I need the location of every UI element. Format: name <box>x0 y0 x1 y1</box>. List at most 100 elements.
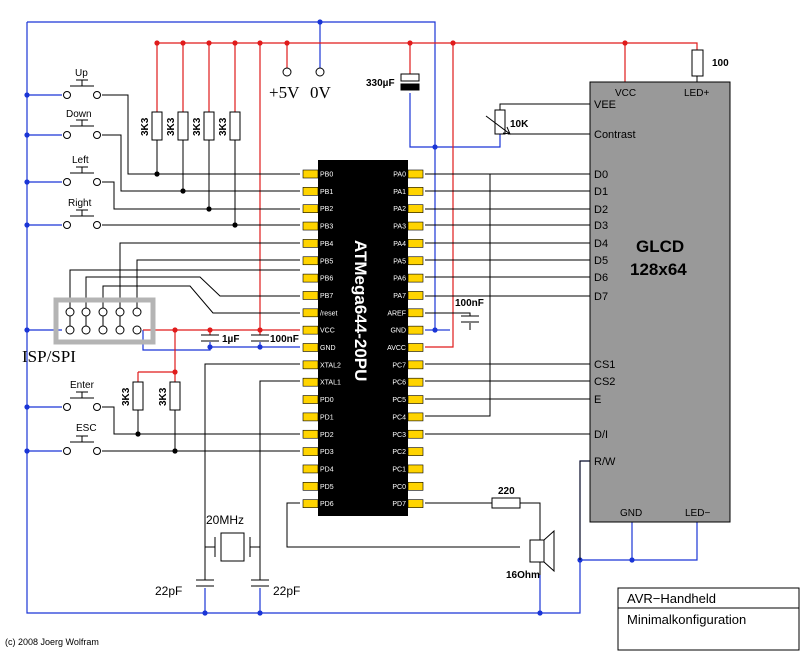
glcd-pin-label: Contrast <box>594 129 636 141</box>
chip-pin-pad <box>302 308 319 318</box>
crystal-label: 20MHz <box>206 513 244 527</box>
button-label-right: Right <box>68 198 92 209</box>
chip-pin-label: PB1 <box>320 189 333 196</box>
pullup-label-5: 3K3 <box>121 387 132 406</box>
glcd-pin-label: D5 <box>594 255 608 267</box>
chip-pin-label: PD5 <box>320 484 334 491</box>
chip-pin-pad <box>302 256 319 266</box>
ground-junctions <box>24 19 635 616</box>
chip-right-pins: PA0PA1PA2PA3PA4PA5PA6PA7AREFGNDAVCCPC7PC… <box>387 169 424 508</box>
chip-pin-pad <box>407 377 424 387</box>
glcd-title-2: 128x64 <box>630 260 687 279</box>
glcd-pin-label: D/I <box>594 429 608 441</box>
glcd-pin-label: D4 <box>594 238 608 250</box>
chip-pin-label: XTAL2 <box>320 362 341 369</box>
button-left <box>63 166 101 186</box>
chip-pin-pad <box>407 395 424 404</box>
chip-pin-label: PB3 <box>320 224 333 231</box>
pullup-label-3: 3K3 <box>192 117 203 136</box>
chip-pin-pad <box>407 273 424 283</box>
glcd-pin-label: R/W <box>594 456 616 468</box>
chip-pin-pad <box>407 481 424 491</box>
chip-pin-label: PC6 <box>392 380 406 387</box>
glcd-pin-label: D1 <box>594 186 608 198</box>
button-down <box>63 119 101 139</box>
chip-pin-label: PA2 <box>393 206 406 213</box>
glcd-title-1: GLCD <box>636 237 684 256</box>
chip-pin-label: XTAL1 <box>320 380 341 387</box>
title-block <box>617 587 800 651</box>
button-label-down: Down <box>66 109 92 120</box>
chip-pin-pad <box>407 308 424 318</box>
button-label-left: Left <box>72 155 89 166</box>
chip-pin-label: PA1 <box>393 189 406 196</box>
chip-pin-label: PB0 <box>320 172 333 179</box>
led-resistor <box>691 49 704 77</box>
chip-pin-pad <box>407 187 424 196</box>
chip-pin-pad <box>407 499 424 508</box>
capacitors <box>196 73 479 587</box>
vcc-label: +5V <box>269 83 300 102</box>
glcd-pin-vcc: VCC <box>615 88 636 99</box>
chip-pin-label: PC1 <box>392 466 406 473</box>
title-line-2: Minimalkonfiguration <box>627 612 746 627</box>
chip-pin-label: PC4 <box>392 414 406 421</box>
pullup-label-2: 3K3 <box>166 117 177 136</box>
chip-pin-label: PA3 <box>393 224 406 231</box>
chip-pin-label: PA5 <box>393 258 406 265</box>
chip-pin-pad <box>407 412 424 422</box>
glcd-pin-label: D6 <box>594 272 608 284</box>
chip-pin-pad <box>302 204 319 213</box>
signal-junctions <box>135 171 238 454</box>
chip-left-pins: PB0PB1PB2PB3PB4PB5PB6PB7/resetVCCGNDXTAL… <box>302 169 341 508</box>
chip-pin-label: PB5 <box>320 258 333 265</box>
chip-pin-pad <box>302 169 319 179</box>
chip-pin-label: PB7 <box>320 293 333 300</box>
button-enter <box>63 391 101 411</box>
chip-pin-label: GND <box>320 345 336 352</box>
glcd-module <box>589 81 731 523</box>
chip-name: ATMega644-20PU <box>351 240 370 381</box>
vcc-terminal <box>282 67 292 77</box>
chip-pin-label: AREF <box>387 310 406 317</box>
gnd-label: 0V <box>310 83 332 102</box>
chip-pin-pad <box>302 291 319 300</box>
crystal <box>205 532 260 562</box>
contrast-potentiometer <box>485 109 511 135</box>
button-esc <box>63 435 101 455</box>
chip-pin-label: PD7 <box>392 501 406 508</box>
cap-330u-label: 330µF <box>366 78 395 89</box>
speaker-resistor <box>491 497 521 509</box>
glcd-pin-label: E <box>594 394 601 406</box>
chip-pin-pad <box>302 429 319 439</box>
glcd-pin-label: CS2 <box>594 376 615 388</box>
button-label-enter: Enter <box>70 380 95 391</box>
chip-pin-pad <box>302 343 319 352</box>
chip-pin-pad <box>407 291 424 300</box>
glcd-pin-label: VEE <box>594 99 616 111</box>
button-right <box>63 209 101 229</box>
chip-pin-label: VCC <box>320 328 335 335</box>
chip-pin-label: PD6 <box>320 501 334 508</box>
chip-pin-pad <box>302 481 319 491</box>
cap-22p-left-label: 22pF <box>155 584 182 598</box>
chip-pin-pad <box>302 273 319 283</box>
pullup-resistors <box>132 111 241 411</box>
gnd-terminal <box>315 67 325 77</box>
glcd-pin-label: D0 <box>594 169 608 181</box>
led-resistor-label: 100 <box>712 58 729 69</box>
vcc-junctions <box>154 40 628 375</box>
chip-pin-pad <box>302 499 319 508</box>
copyright: (c) 2008 Joerg Wolfram <box>5 637 99 647</box>
chip-pin-label: PC0 <box>392 484 406 491</box>
pullup-label-4: 3K3 <box>218 117 229 136</box>
chip-pin-label: PD4 <box>320 466 334 473</box>
push-buttons <box>63 79 101 455</box>
chip-pin-pad <box>302 221 319 231</box>
chip-pin-label: PA6 <box>393 276 406 283</box>
chip-pin-pad <box>407 429 424 439</box>
chip-pin-pad <box>407 464 424 474</box>
chip-pin-label: PD1 <box>320 414 334 421</box>
